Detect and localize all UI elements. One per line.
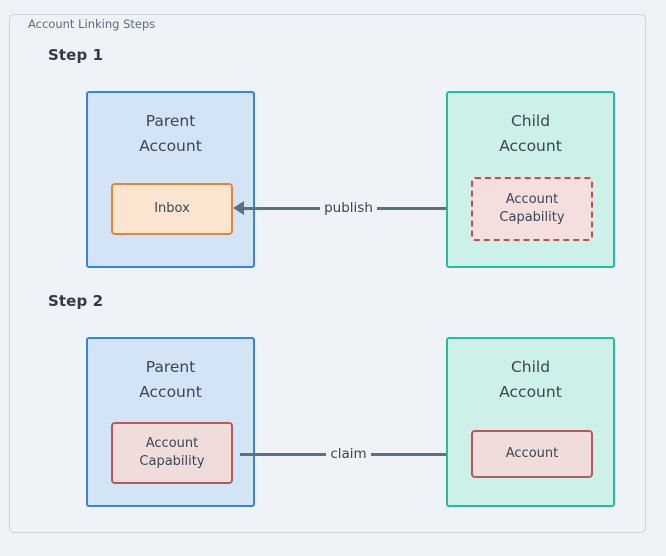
- step-2-parent-account[interactable]: Parent Account Account Capability: [86, 337, 255, 507]
- step-1-parent-account[interactable]: Parent Account Inbox: [86, 91, 255, 268]
- diagram-title: Account Linking Steps: [24, 17, 160, 31]
- step-2-arrow-label: claim: [330, 446, 367, 462]
- step-1-account-capability-box[interactable]: Account Capability: [471, 177, 593, 241]
- step-1-child-account[interactable]: Child Account Account Capability: [446, 91, 615, 268]
- step-2-child-account-title: Child Account: [499, 358, 562, 401]
- arrow-line: [376, 206, 454, 210]
- step-2-claim-arrow: claim: [240, 443, 469, 465]
- step-1-label: Step 1: [48, 46, 104, 64]
- step-2-account-box[interactable]: Account: [471, 430, 593, 478]
- arrow-line: [370, 452, 458, 456]
- step-1-publish-arrow: publish: [233, 197, 454, 219]
- step-2-label: Step 2: [48, 292, 104, 310]
- step-2-child-account[interactable]: Child Account Account: [446, 337, 615, 507]
- step-2-parent-account-title: Parent Account: [139, 358, 202, 401]
- arrow-line: [244, 206, 321, 210]
- step-2-account-capability-box[interactable]: Account Capability: [111, 422, 233, 484]
- step-1-child-account-title: Child Account: [499, 112, 562, 155]
- step-1-parent-account-title: Parent Account: [139, 112, 202, 155]
- step-1-inbox-box[interactable]: Inbox: [111, 183, 233, 235]
- step-1-arrow-label: publish: [324, 200, 373, 216]
- arrow-head-left-icon: [233, 201, 244, 215]
- arrow-line: [240, 452, 327, 456]
